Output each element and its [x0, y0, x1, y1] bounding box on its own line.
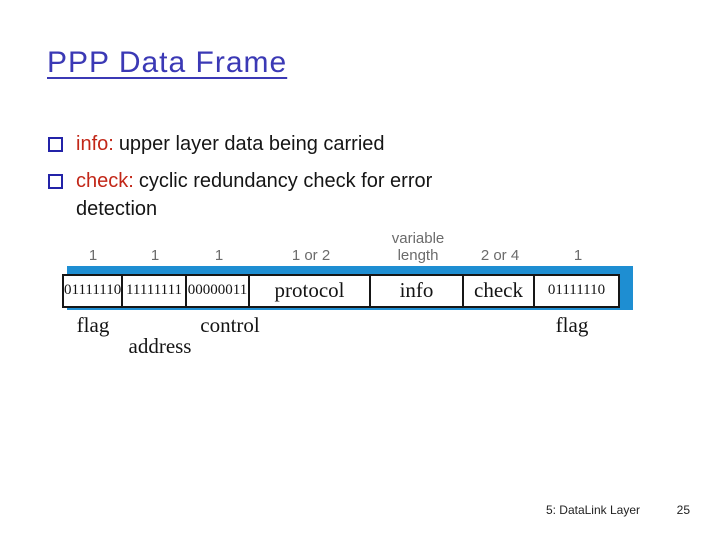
- bullet-list: info:upper layer data being carried chec…: [48, 130, 548, 232]
- square-bullet-icon: [48, 137, 63, 152]
- field-size-label: 1: [573, 246, 583, 264]
- bullet-text: upper layer data being carried: [118, 133, 385, 155]
- field-size-label: 1: [150, 246, 160, 264]
- frame-field-box-info: info: [369, 274, 464, 308]
- frame-field-box-control: 00000011: [185, 274, 250, 308]
- field-name-label-flag-end: flag: [555, 313, 589, 337]
- field-size-label: variable length: [391, 229, 445, 264]
- square-bullet-icon: [48, 174, 63, 189]
- field-size-label: 1 or 2: [291, 246, 331, 264]
- bullet-body: info:upper layer data being carried: [76, 130, 385, 158]
- footer-section-title: 5: DataLink Layer: [545, 503, 640, 517]
- bullet-term: check:: [76, 170, 134, 192]
- field-name-label-control: control: [200, 313, 260, 337]
- bullet-term: info:: [76, 133, 114, 155]
- slide-title: PPP Data Frame: [47, 46, 288, 79]
- field-name-label-address: address: [128, 334, 192, 358]
- footer-page-number: 25: [676, 503, 690, 517]
- frame-field-box-flag-end: 01111110: [533, 274, 620, 308]
- field-name-label-flag-start: flag: [76, 313, 110, 337]
- field-size-label: 1: [88, 246, 98, 264]
- bullet-text: cyclic redundancy check for error detect…: [76, 170, 433, 220]
- frame-field-box-flag-start: 01111110: [62, 274, 123, 308]
- frame-field-box-protocol: protocol: [248, 274, 371, 308]
- bullet-body: check:cyclic redundancy check for error …: [76, 167, 516, 223]
- bullet-item-info: info:upper layer data being carried: [48, 130, 548, 158]
- bullet-item-check: check:cyclic redundancy check for error …: [48, 167, 548, 223]
- frame-field-row: 01111110 11111111 00000011 protocol info…: [62, 274, 620, 308]
- frame-field-box-check: check: [462, 274, 535, 308]
- field-size-label: 2 or 4: [480, 246, 520, 264]
- frame-field-box-address: 11111111: [121, 274, 187, 308]
- field-size-label: 1: [214, 246, 224, 264]
